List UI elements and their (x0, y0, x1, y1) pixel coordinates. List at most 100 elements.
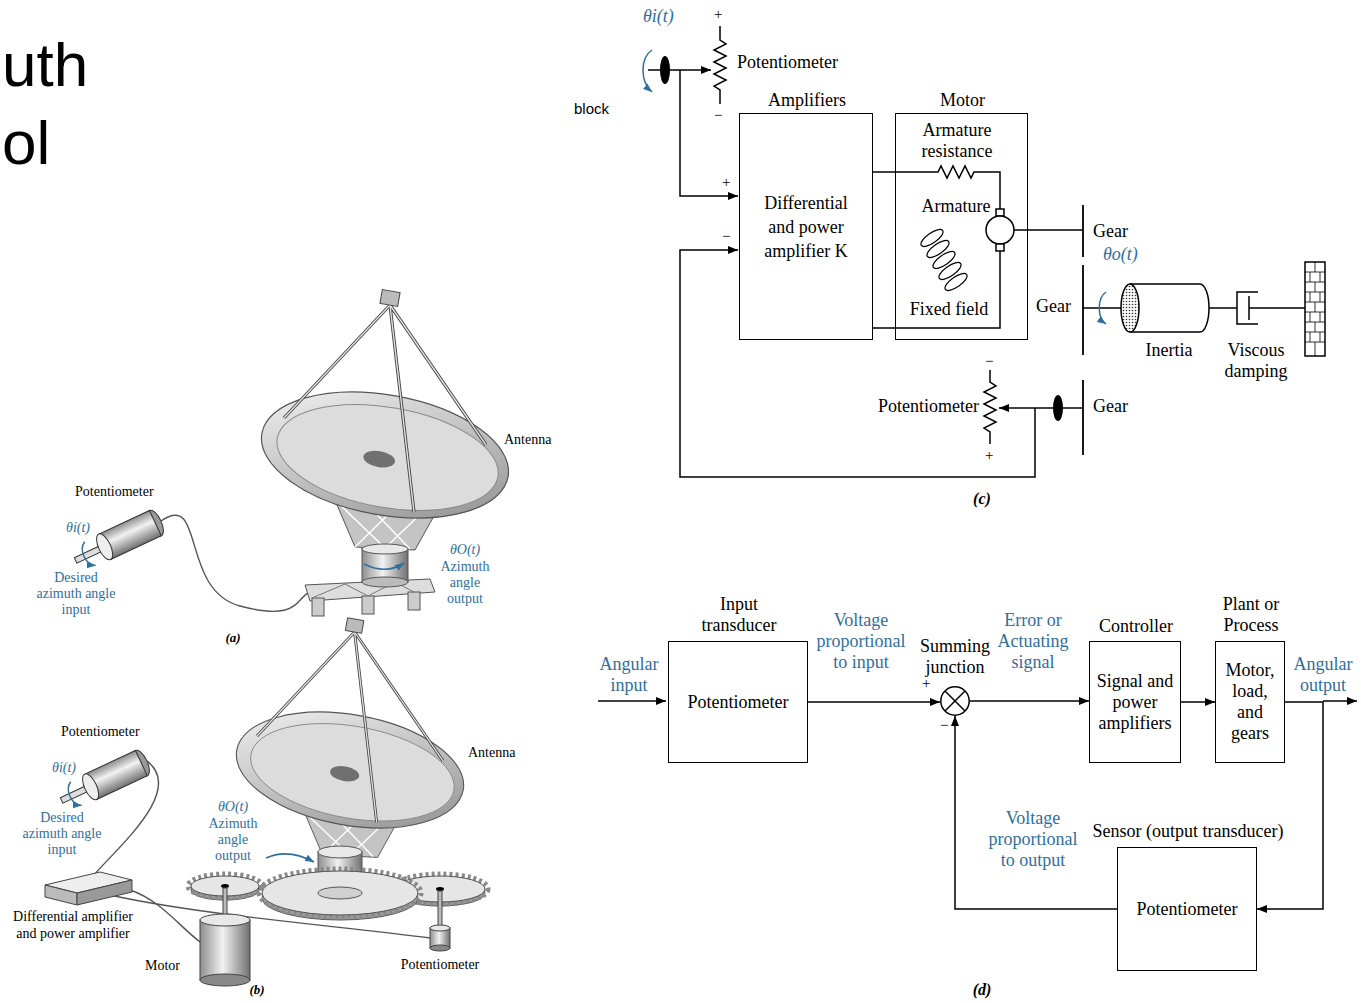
label-slot: θi(t) (66, 520, 90, 536)
schematic-wiring (918, 226, 945, 249)
wire (873, 171, 895, 173)
label-slot: + (985, 446, 993, 464)
antenna-a (251, 290, 518, 550)
label-slot: θi(t) (52, 760, 76, 776)
label-slot: (c) (973, 489, 991, 508)
signal-label: Voltage proportional to input (811, 610, 911, 673)
signal-label: Voltage proportional to output (985, 808, 1081, 871)
signal-name: Desired azimuth angle input (16, 810, 108, 858)
part-name: Potentiometer (878, 396, 979, 417)
input-transducer-box: Input transducerPotentiometer (668, 641, 808, 763)
edge-label-slot: Voltage proportional to input (811, 610, 911, 673)
part-name: Motor (145, 958, 180, 974)
label-slot: − (722, 227, 730, 245)
box-text: Motor, load, and gears (1219, 660, 1281, 744)
signal-arrow (808, 701, 940, 703)
summing-junction: Summing junction (940, 686, 970, 716)
antenna-b (200, 920, 250, 980)
label-slot: uth (2, 30, 88, 100)
wire (873, 327, 895, 329)
antenna-b (318, 846, 362, 858)
label-slot: Motor (145, 958, 180, 974)
slide-title-fragment: ol (2, 108, 50, 178)
heading-slot: Controller (1081, 616, 1191, 637)
component-slot: Armature resistance (898, 120, 1016, 162)
antenna-b (200, 914, 250, 926)
schematic-wiring (986, 216, 1014, 244)
signal-arrow (1181, 701, 1215, 703)
part-name: Potentiometer (61, 724, 140, 740)
potentiometer-b (79, 772, 102, 802)
label-slot: Gear (1036, 296, 1071, 317)
signal-name: Angular input (594, 654, 664, 696)
label-slot: Potentiometer (401, 957, 480, 973)
heading-text: Sensor (output transducer) (1073, 821, 1303, 842)
schematic-wiring (895, 251, 1000, 328)
connectors (808, 172, 1323, 909)
schematic-wiring (1099, 292, 1106, 324)
potentiometer-a (93, 532, 116, 562)
label-slot: Antenna (504, 432, 551, 448)
polarity-sign: − (714, 106, 722, 124)
heading-slot: Amplifiers (740, 90, 874, 111)
antenna-b (221, 884, 229, 888)
heading-text: Amplifiers (740, 90, 874, 111)
angle-symbol: θi(t) (643, 6, 674, 27)
component-label: Armature resistance (898, 120, 1016, 162)
edge-label-slot: Error or Actuating signal (993, 610, 1073, 673)
schematic-wiring (1058, 407, 1083, 409)
label-slot: Viscous damping (1220, 340, 1292, 382)
box-text: Signal and power amplifiers (1094, 671, 1176, 734)
angle-symbol: θO(t) (218, 799, 248, 815)
label-slot: (d) (973, 980, 992, 999)
signal-name: Angular output (1288, 654, 1358, 696)
box-text: Potentiometer (1124, 899, 1250, 920)
edge-label-slot: Voltage proportional to output (985, 808, 1081, 871)
potentiometer-b (65, 782, 82, 808)
heading-slot: Summing junction (916, 636, 994, 678)
heading-text: Input transducer (684, 594, 794, 636)
label-slot: − (985, 352, 993, 370)
label-slot: ol (2, 108, 50, 178)
label-slot: θO(t) (450, 542, 480, 558)
box-text: Potentiometer (675, 692, 801, 713)
label-slot: + (714, 5, 722, 23)
label-slot: Inertia (1146, 340, 1193, 361)
signal-name: Azimuth angle output (203, 816, 263, 864)
polarity-sign: + (714, 5, 722, 23)
polarity-sign: + (722, 173, 730, 191)
antenna-a (364, 563, 404, 569)
schematic-wiring (996, 209, 1004, 216)
signal-name: Azimuth angle output (435, 559, 495, 607)
heading-text: Controller (1081, 616, 1191, 637)
antenna-a (408, 592, 420, 610)
part-name: Antenna (468, 745, 515, 761)
box-body: Potentiometer (1118, 848, 1256, 970)
component-label: Armature (906, 196, 1006, 217)
component-label: Fixed field (899, 299, 999, 319)
label-slot: Potentiometer (61, 724, 140, 740)
label-slot: Azimuth angle output (435, 559, 495, 607)
heading-text: Motor (896, 90, 1029, 111)
antenna-b (262, 871, 418, 915)
antenna-a (362, 577, 408, 587)
antenna-b (318, 887, 362, 899)
label-slot: − (714, 106, 722, 124)
panel-tag: (d) (973, 980, 992, 999)
schematic-wiring (1249, 296, 1305, 320)
polarity-sign: + (922, 674, 930, 692)
box-body: Potentiometer (669, 642, 807, 762)
schematic-wiring (930, 248, 957, 271)
sensor-box: Sensor (output transducer)Potentiometer (1117, 847, 1257, 971)
schematic-wiring (643, 50, 652, 92)
schematic-wiring (680, 250, 1035, 477)
component-slot: Fixed field (899, 299, 999, 319)
heading-slot: Motor (896, 90, 1029, 111)
box-body: Signal and power amplifiers (1090, 642, 1180, 762)
polarity-sign: + (985, 446, 993, 464)
angle-symbol: θi(t) (66, 520, 90, 536)
box-body: Motor, load, and gears (1216, 642, 1284, 762)
label-slot: Gear (1093, 396, 1128, 417)
